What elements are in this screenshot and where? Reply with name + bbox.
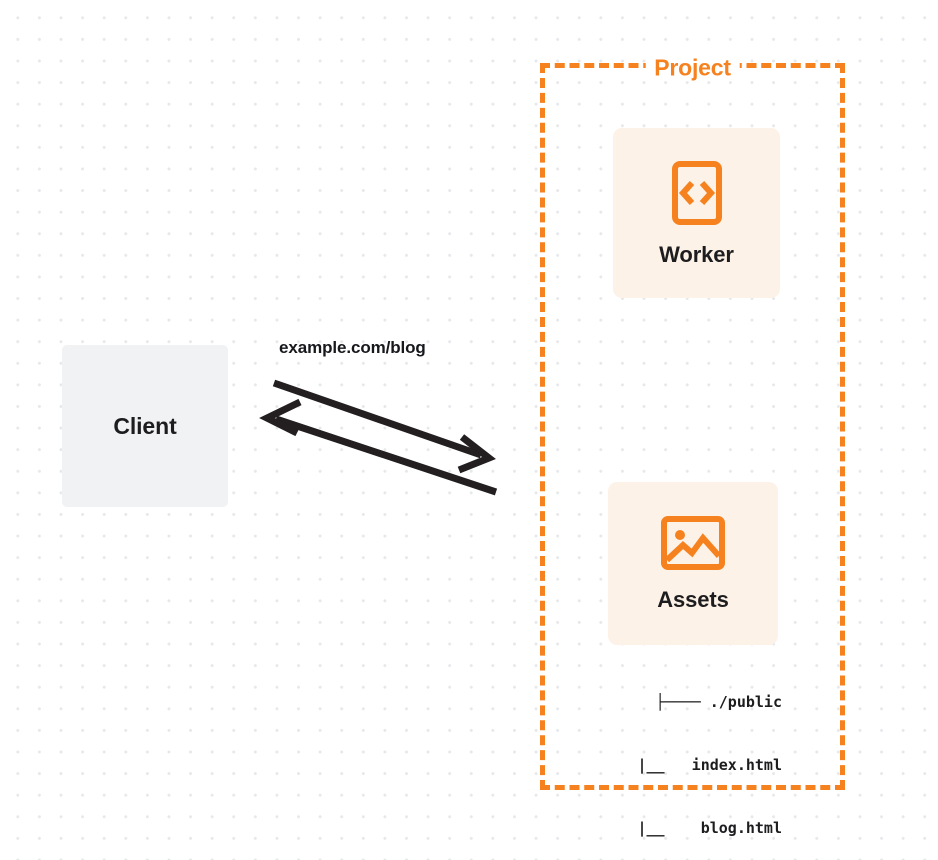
image-picture-icon: [661, 516, 725, 575]
tree-row: ├──── ./public: [655, 693, 782, 711]
request-arrow: [272, 379, 496, 474]
assets-file-tree: ├──── ./public |__ index.html |__ blog.h…: [586, 650, 782, 860]
response-arrow: [259, 398, 498, 496]
code-brackets-icon: [671, 160, 722, 230]
project-group-label: Project: [645, 56, 740, 80]
node-assets-label: Assets: [657, 587, 729, 612]
project-group: Project: [540, 56, 845, 790]
tree-row: |__ index.html: [610, 756, 782, 774]
tree-row: |__ blog.html: [610, 819, 782, 837]
node-assets[interactable]: Assets: [608, 482, 778, 645]
node-client-label: Client: [113, 412, 177, 439]
connection-label: example.com/blog: [279, 338, 426, 357]
node-worker[interactable]: Worker: [613, 128, 780, 298]
node-client[interactable]: Client: [62, 345, 228, 507]
node-worker-label: Worker: [659, 241, 734, 267]
